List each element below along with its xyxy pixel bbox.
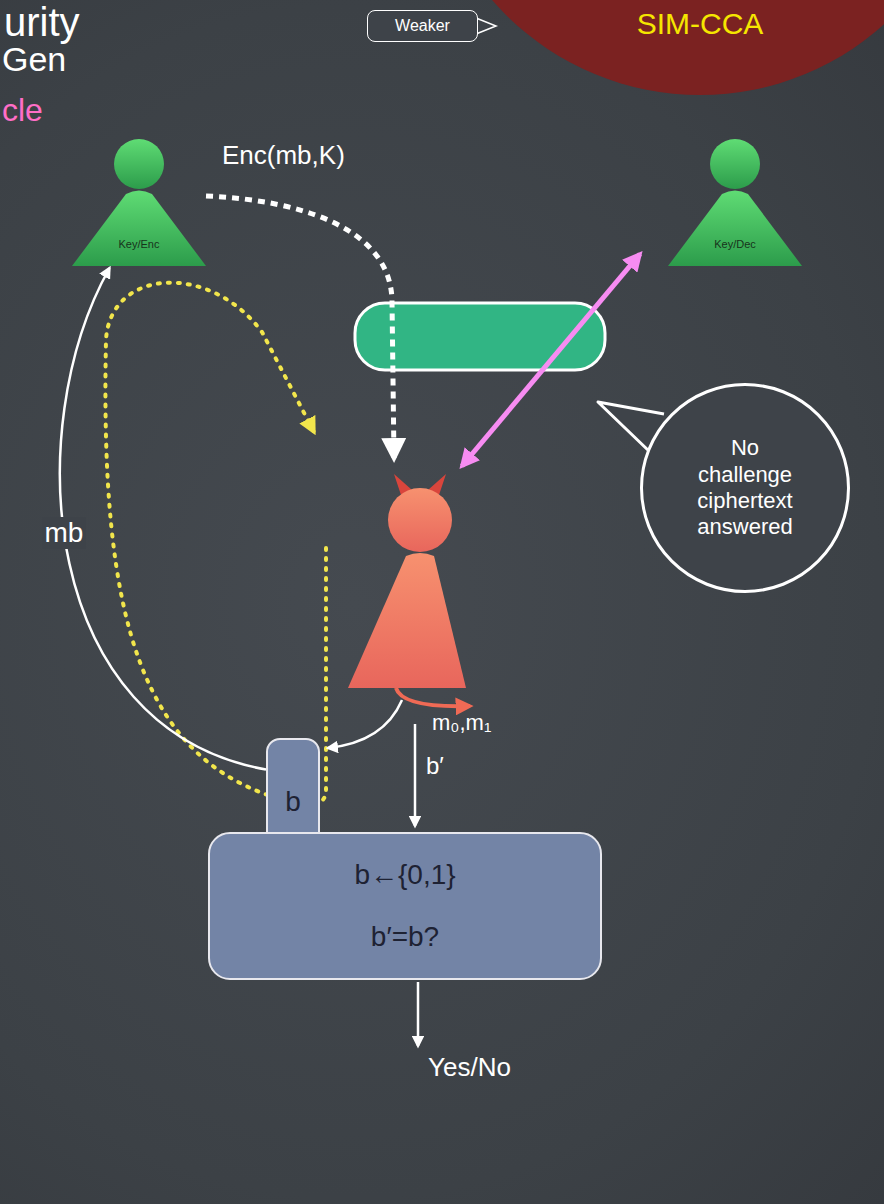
output-arrow	[417, 982, 420, 1046]
guess-label: b′	[426, 752, 444, 780]
output-label: Yes/No	[428, 1052, 511, 1083]
heading-fragment: cle	[2, 92, 43, 129]
message-arrow	[60, 268, 266, 770]
node-text: b←{0,1}	[354, 859, 455, 891]
message-flow-dotted	[105, 283, 326, 805]
ciphertext-label: Enc(mb,K)	[222, 140, 345, 171]
party-figure: Key/Enc	[72, 138, 206, 266]
heading-fragment: urity	[4, 0, 80, 45]
adversary-body	[348, 553, 466, 688]
message-pair-arrow	[328, 700, 402, 748]
decryption-query-arrow	[462, 254, 640, 466]
adversary-head	[388, 488, 452, 552]
message-pair-label: m₀,m₁	[432, 710, 491, 736]
ciphertext-arrow	[206, 196, 394, 458]
node-text: No challenge ciphertext answered	[686, 435, 804, 541]
node-text: b′=b?	[371, 921, 439, 953]
node-text: SIM-CCA	[425, 7, 884, 41]
heading-fragment: Gen	[2, 40, 66, 79]
node-text: b	[268, 786, 318, 818]
message-pair-arrow	[396, 688, 470, 706]
node-text: Weaker	[395, 17, 450, 35]
guess-arrow	[414, 724, 417, 826]
bit-box: b	[266, 738, 320, 843]
callout-tail	[476, 18, 496, 34]
party-figure: Key/Dec	[668, 138, 802, 266]
node-text: Key/Enc	[72, 238, 206, 250]
callout-bubble: No challenge ciphertext answered	[640, 383, 850, 593]
security-notion-circle: SIM-CCA	[425, 0, 884, 95]
node-text: Key/Dec	[668, 238, 802, 250]
callout-box: Weaker	[367, 10, 478, 42]
edge-label: mb	[42, 517, 87, 549]
challenger-box: b←{0,1} b′=b?	[208, 832, 602, 980]
